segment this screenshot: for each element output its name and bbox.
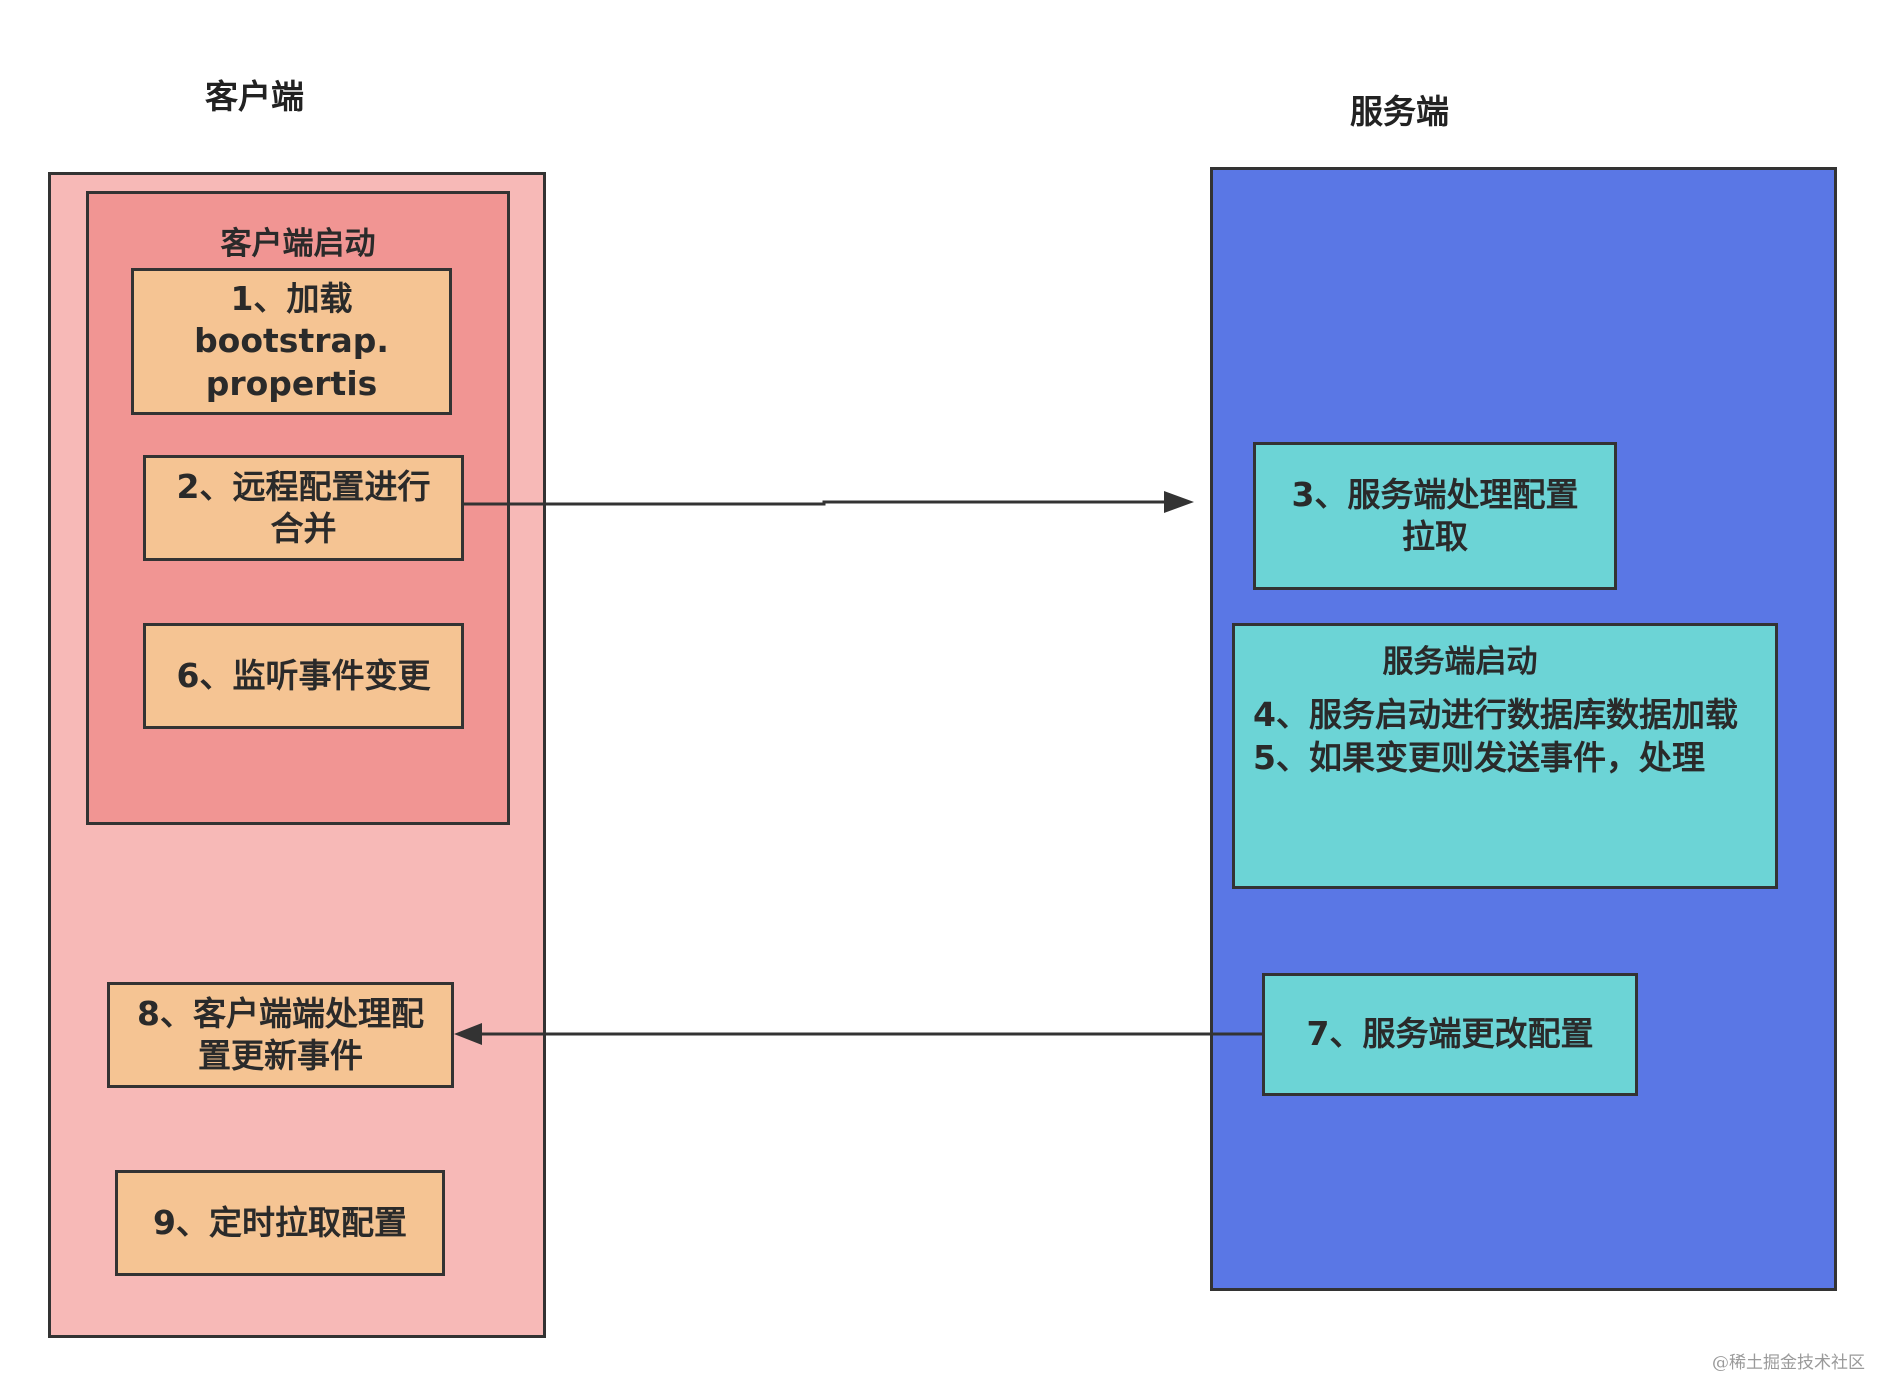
- step-4-line: 4、服务启动进行数据库数据加载: [1253, 695, 1738, 734]
- step-1-line-2: bootstrap.: [194, 321, 389, 361]
- server-startup-steps: 4、服务启动进行数据库数据加载 5、如果变更则发送事件，处理: [1253, 694, 1738, 780]
- step-6-line-1: 6、监听事件变更: [176, 655, 431, 695]
- step-6-listen-events: 6、监听事件变更: [143, 623, 464, 729]
- step-9-scheduled-pull: 9、定时拉取配置: [115, 1170, 445, 1276]
- server-startup-group: 服务端启动 4、服务启动进行数据库数据加载 5、如果变更则发送事件，处理: [1232, 623, 1778, 889]
- step-8-line-2: 置更新事件: [198, 1036, 363, 1075]
- step-8-line-1: 8、客户端端处理配: [137, 993, 424, 1033]
- step-3-line-2: 拉取: [1402, 517, 1468, 556]
- step-2-line-1: 2、远程配置进行: [176, 466, 431, 506]
- step-1-load-bootstrap: 1、加载 bootstrap. propertis: [131, 268, 452, 415]
- step-1-line-1: 1、加载: [230, 279, 353, 319]
- step-7-server-change-config: 7、服务端更改配置: [1262, 973, 1638, 1096]
- arrow-step2-to-step3: [464, 500, 1182, 506]
- step-2-line-2: 合并: [270, 509, 337, 548]
- step-2-remote-merge: 2、远程配置进行 合并: [143, 455, 464, 561]
- watermark: @稀土掘金技术社区: [1712, 1353, 1865, 1373]
- client-heading: 客户端: [205, 77, 304, 116]
- step-8-client-handle-update: 8、客户端端处理配 置更新事件: [107, 982, 454, 1088]
- server-startup-title: 服务端启动: [1382, 644, 1538, 680]
- step-5-line: 5、如果变更则发送事件，处理: [1253, 737, 1705, 777]
- step-3-server-handle-pull: 3、服务端处理配置 拉取: [1253, 442, 1617, 590]
- step-7-line-1: 7、服务端更改配置: [1306, 1014, 1594, 1054]
- step-1-line-3: propertis: [205, 363, 378, 403]
- step-9-line-1: 9、定时拉取配置: [153, 1202, 407, 1242]
- server-heading: 服务端: [1350, 92, 1449, 131]
- step-3-line-1: 3、服务端处理配置: [1291, 474, 1579, 514]
- arrowhead-to-step3: [1164, 491, 1194, 513]
- client-startup-title: 客户端启动: [220, 226, 376, 262]
